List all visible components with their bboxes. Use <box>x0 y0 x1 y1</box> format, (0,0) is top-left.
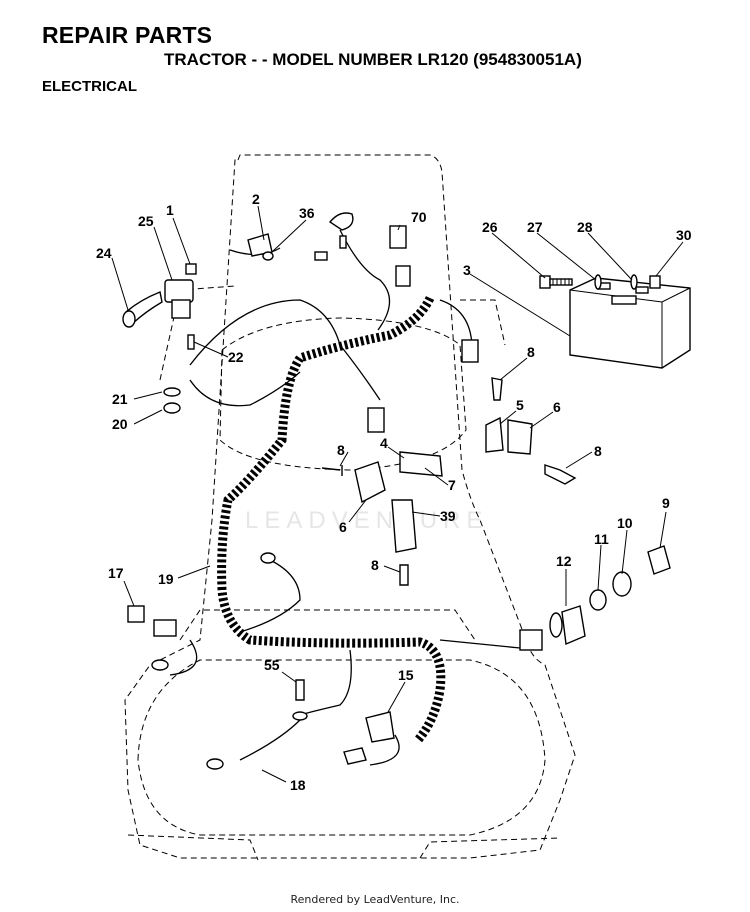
callout-17: 17 <box>108 565 124 581</box>
leader-lines <box>111 205 684 783</box>
callout-24: 24 <box>96 245 112 261</box>
model-subtitle: TRACTOR - - MODEL NUMBER LR120 (95483005… <box>164 50 582 69</box>
battery-hardware <box>539 274 661 290</box>
callout-8b: 8 <box>594 443 602 459</box>
callout-12: 12 <box>556 553 572 569</box>
callout-8c: 8 <box>337 442 345 458</box>
callout-11: 11 <box>594 531 609 547</box>
callout-30: 30 <box>676 227 692 243</box>
callout-25: 25 <box>138 213 154 229</box>
callout-1: 1 <box>166 202 174 218</box>
callout-28: 28 <box>577 219 593 235</box>
battery <box>569 277 691 369</box>
callout-6a: 6 <box>553 399 561 415</box>
callout-22: 22 <box>228 349 244 365</box>
render-credit: Rendered by LeadVenture, Inc. <box>290 893 460 906</box>
callout-4: 4 <box>380 435 388 451</box>
callout-10: 10 <box>617 515 633 531</box>
callout-36: 36 <box>299 205 315 221</box>
callout-20: 20 <box>112 416 128 432</box>
callout-8a: 8 <box>527 344 535 360</box>
callout-70: 70 <box>411 209 427 225</box>
callout-19: 19 <box>158 571 174 587</box>
callout-18: 18 <box>290 777 306 793</box>
key-switch-hardware <box>127 545 671 765</box>
callout-55: 55 <box>264 657 280 673</box>
callout-39: 39 <box>440 508 456 524</box>
callout-26: 26 <box>482 219 498 235</box>
page-title: REPAIR PARTS <box>42 22 213 48</box>
coiled-wire-harness <box>217 295 446 743</box>
callout-15: 15 <box>398 667 414 683</box>
callout-2: 2 <box>252 191 260 207</box>
callout-7: 7 <box>448 477 456 493</box>
wiring <box>169 229 521 766</box>
connectors <box>314 225 543 651</box>
callout-8d: 8 <box>371 557 379 573</box>
watermark-text: LEADVENTURE <box>245 507 488 534</box>
callout-labels: 1 2 36 70 26 27 28 30 3 25 24 22 21 20 8… <box>96 191 692 793</box>
callout-27: 27 <box>527 219 543 235</box>
section-label: ELECTRICAL <box>42 78 137 95</box>
callout-21: 21 <box>112 391 128 407</box>
brackets <box>295 377 577 701</box>
callout-3: 3 <box>463 262 471 278</box>
callout-6b: 6 <box>339 519 347 535</box>
callout-9: 9 <box>662 495 670 511</box>
callout-5: 5 <box>516 397 524 413</box>
ignition-switch-assembly <box>122 263 197 414</box>
